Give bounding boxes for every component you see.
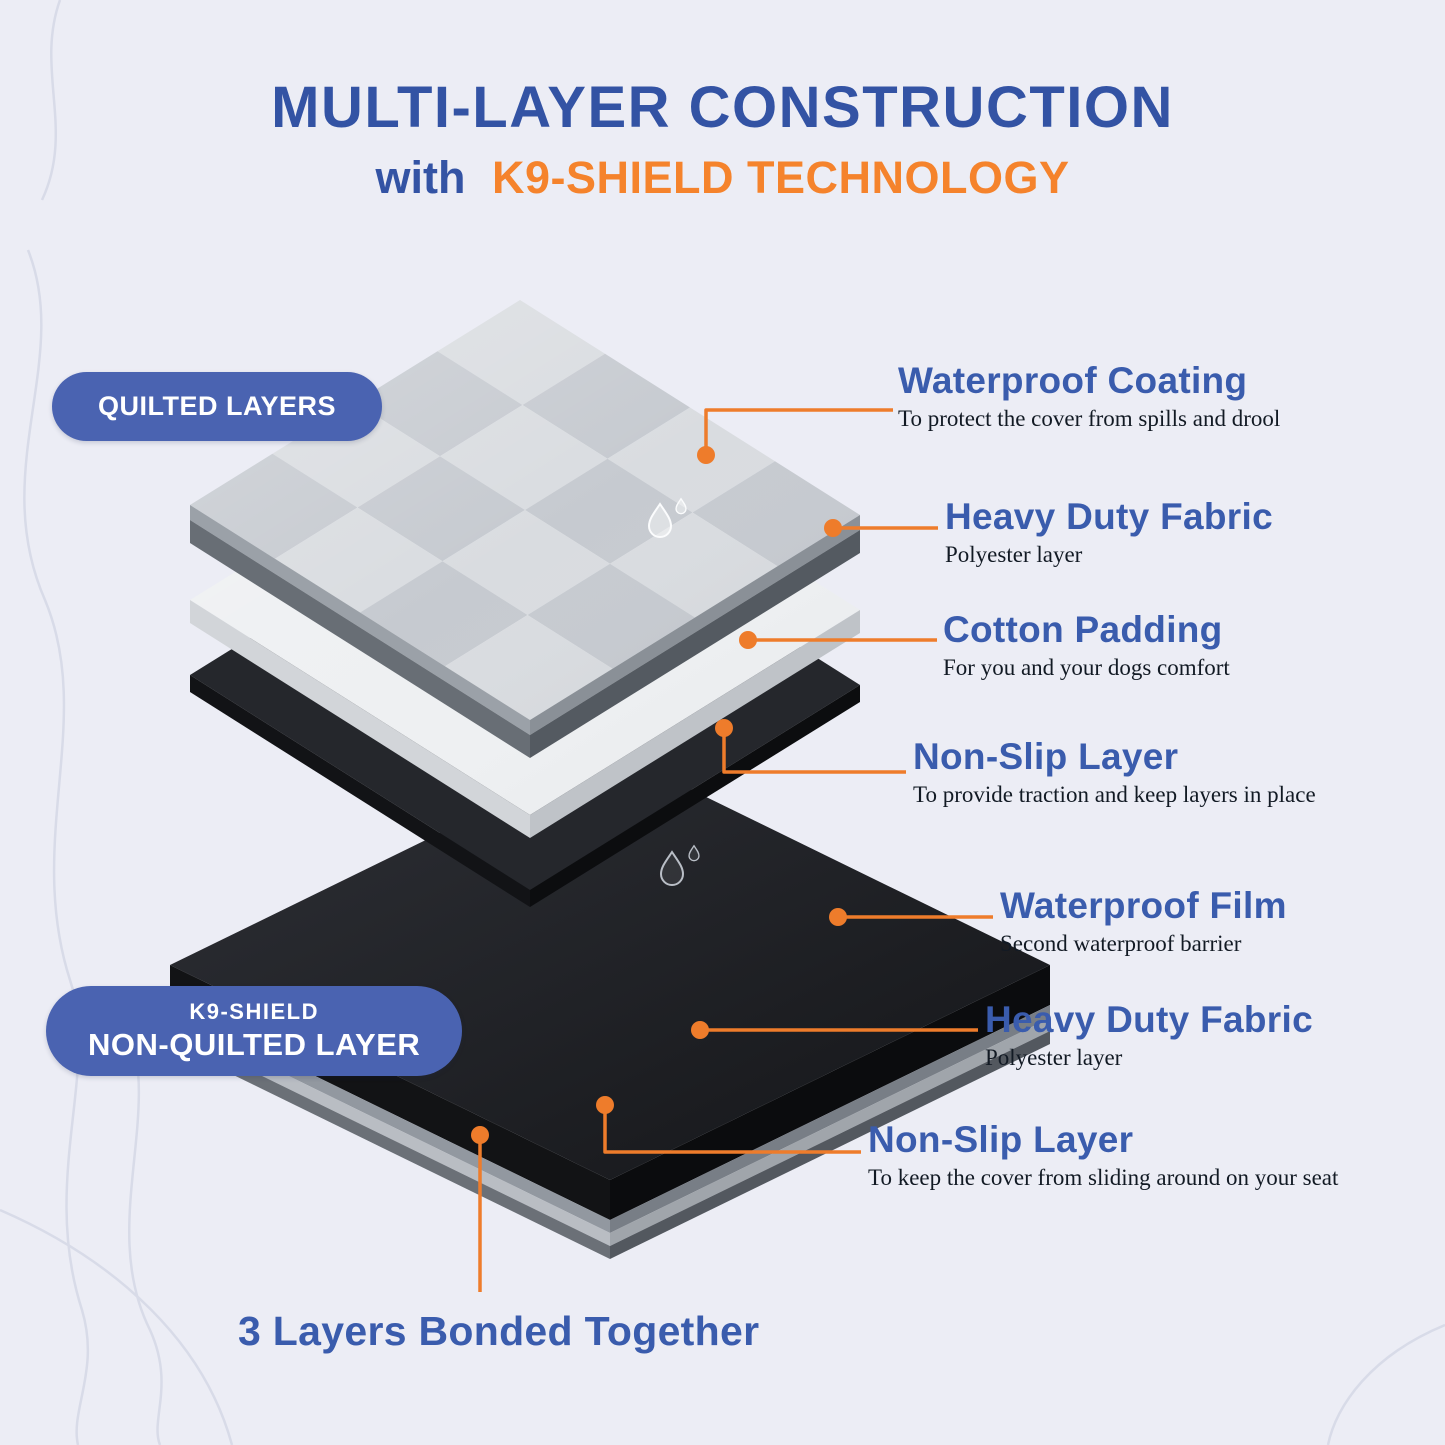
- callout-description: Polyester layer: [945, 542, 1083, 567]
- non-quilted-badge-label: NON-QUILTED LAYER: [88, 1027, 421, 1062]
- non-quilted-badge-brand: K9-SHIELD: [189, 999, 319, 1024]
- water-droplet-icon: [647, 497, 687, 538]
- callout-waterproof-coating: Waterproof Coating To protect the cover …: [898, 360, 1280, 432]
- callout-description: For you and your dogs comfort: [943, 655, 1230, 680]
- subtitle-highlight: K9-SHIELD TECHNOLOGY: [491, 152, 1070, 203]
- callout-heavy-duty-fabric-bottom: Heavy Duty Fabric Polyester layer: [985, 999, 1313, 1071]
- callout-leader-lines: [478, 408, 993, 1292]
- callout-waterproof-film: Waterproof Film Second waterproof barrie…: [1000, 885, 1287, 957]
- callout-description: Polyester layer: [985, 1045, 1123, 1070]
- callout-cotton-padding: Cotton Padding For you and your dogs com…: [943, 609, 1230, 681]
- callout-non-slip-layer-top: Non-Slip Layer To provide traction and k…: [913, 736, 1316, 808]
- non-quilted-layer-badge: K9-SHIELD NON-QUILTED LAYER: [46, 986, 463, 1076]
- quilted-layers-badge: QUILTED LAYERS: [52, 372, 383, 441]
- callout-description: To provide traction and keep layers in p…: [913, 782, 1316, 807]
- subtitle: with K9-SHIELD TECHNOLOGY: [0, 152, 1445, 204]
- callout-description: To keep the cover from sliding around on…: [868, 1165, 1339, 1190]
- main-title: MULTI-LAYER CONSTRUCTION: [271, 75, 1174, 140]
- callout-non-slip-layer-bottom: Non-Slip Layer To keep the cover from sl…: [868, 1119, 1338, 1191]
- callout-anchor-dots: [471, 446, 847, 1144]
- callout-title: Cotton Padding: [943, 609, 1223, 650]
- callout-title: Non-Slip Layer: [868, 1119, 1134, 1160]
- bonded-layers-label: 3 Layers Bonded Together: [238, 1308, 760, 1354]
- callout-title: Heavy Duty Fabric: [985, 999, 1313, 1040]
- callout-title: Heavy Duty Fabric: [945, 496, 1273, 537]
- callout-title: Non-Slip Layer: [913, 736, 1179, 777]
- callout-heavy-duty-fabric-top: Heavy Duty Fabric Polyester layer: [945, 496, 1273, 568]
- water-droplet-icon: [659, 844, 700, 886]
- callout-description: Second waterproof barrier: [1000, 931, 1242, 956]
- callout-description: To protect the cover from spills and dro…: [898, 406, 1281, 431]
- callout-title: Waterproof Film: [1000, 885, 1287, 926]
- subtitle-prefix: with: [375, 152, 466, 203]
- callout-title: Waterproof Coating: [898, 360, 1248, 401]
